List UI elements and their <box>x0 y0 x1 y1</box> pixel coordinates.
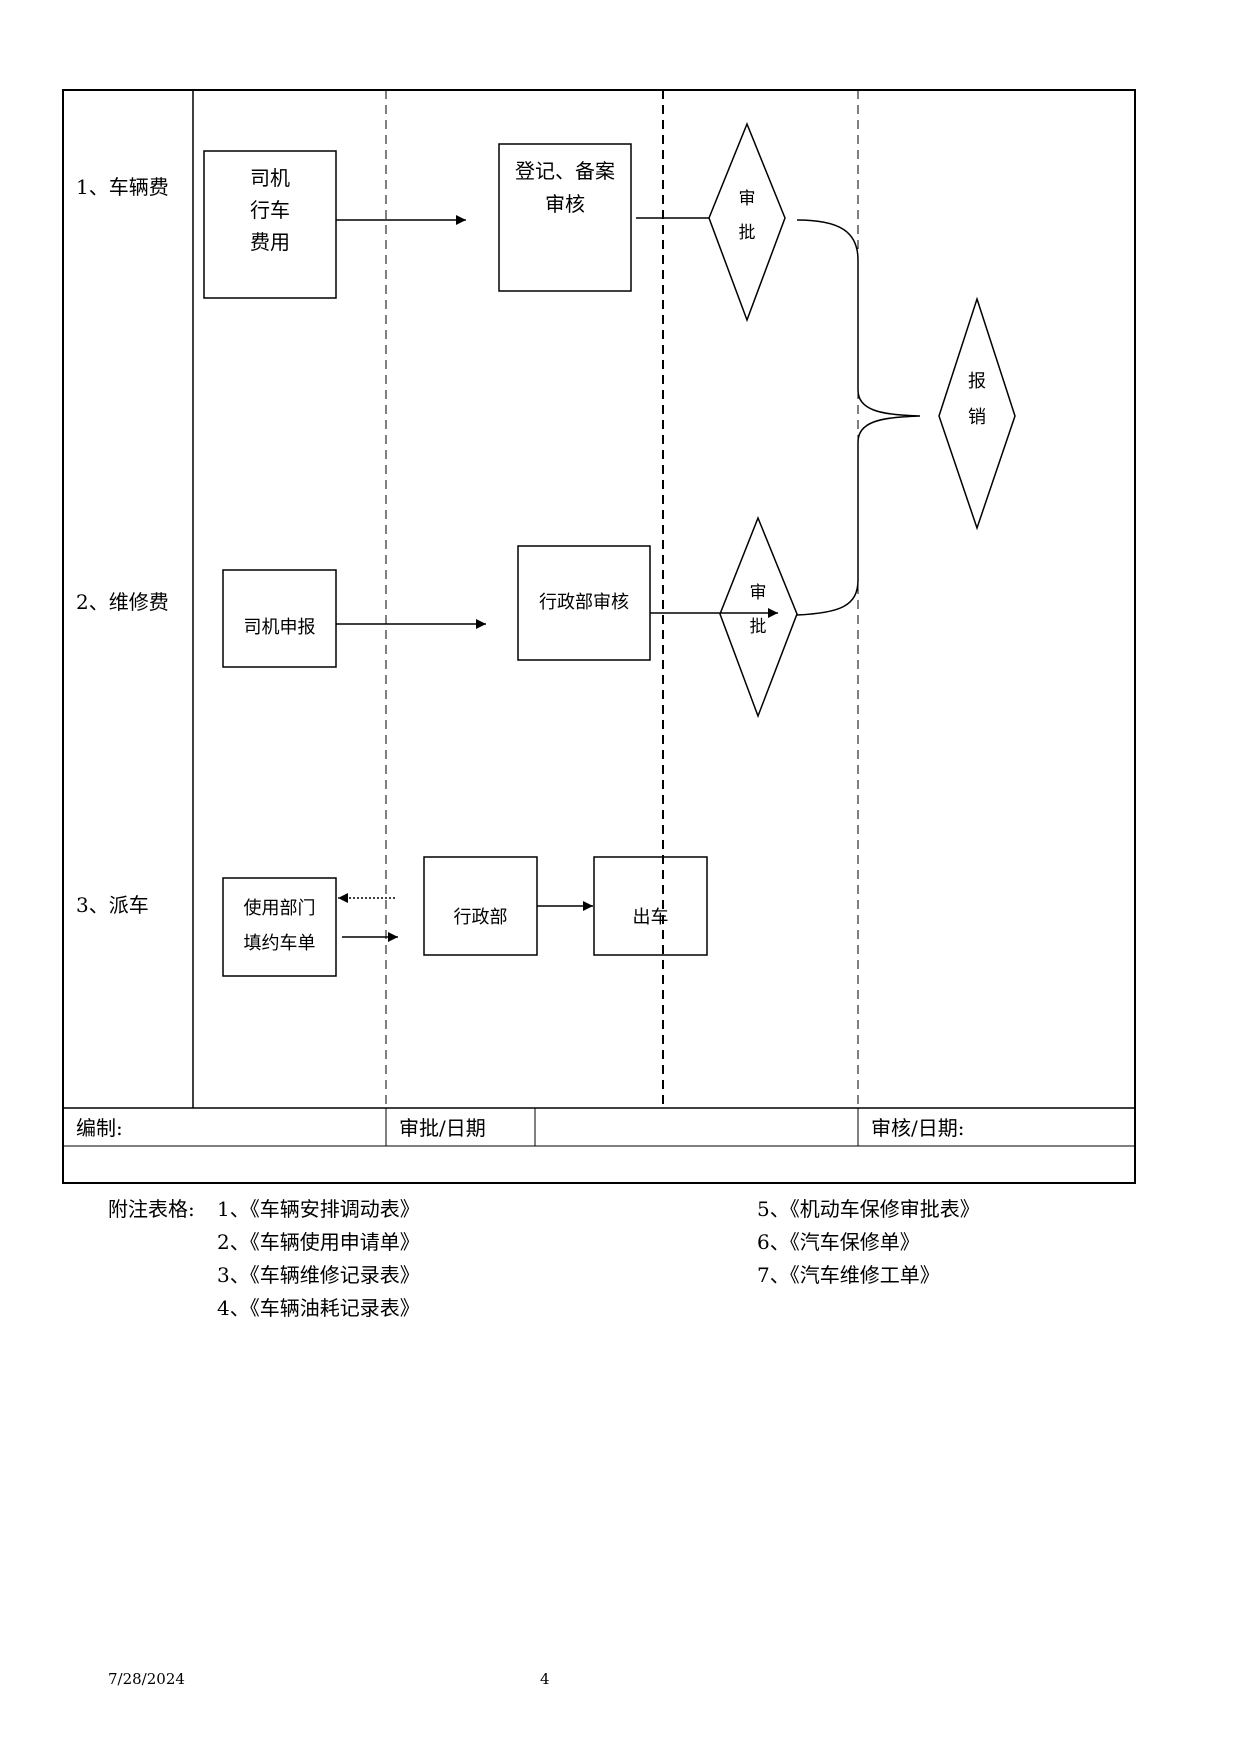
appendix-item-4: 4、《车辆油耗记录表》 <box>217 1296 420 1320</box>
diamond-reimburse <box>938 296 1016 531</box>
box-admin-review <box>517 545 651 661</box>
node-dept-form-line-1: 使用部门 <box>243 898 316 919</box>
row-label-repair-fee: 2、维修费 <box>76 590 169 614</box>
node-driver-fee-line-3: 费用 <box>250 230 290 254</box>
brace-merge <box>796 219 921 616</box>
node-driver-report-text: 司机申报 <box>243 617 316 638</box>
node-dept-form-line-2: 填约车单 <box>243 933 316 954</box>
box-register <box>498 143 632 292</box>
node-admin-review-text: 行政部审核 <box>539 592 629 613</box>
diamond-approve2 <box>719 515 798 719</box>
node-dept-form-text: 使用部门 填约车单 <box>223 891 336 961</box>
node-approve2-line-1: 审 <box>749 583 767 603</box>
node-approve1-line-1: 审 <box>738 189 756 209</box>
appendix-item-1: 1、《车辆安排调动表》 <box>217 1197 420 1221</box>
box-driver-fee <box>203 150 337 299</box>
node-driver-fee-line-1: 司机 <box>250 166 290 190</box>
footer-date: 7/28/2024 <box>108 1670 185 1688</box>
appendix-item-6: 6、《汽车保修单》 <box>757 1230 920 1254</box>
diamond-approve1 <box>708 121 786 323</box>
footer-page-number: 4 <box>540 1670 550 1688</box>
box-driver-report <box>222 569 337 668</box>
reviewed-date-label: 审核/日期: <box>871 1116 965 1140</box>
node-approve1-line-2: 批 <box>738 223 756 243</box>
box-dept-form <box>222 877 337 977</box>
appendix-item-5: 5、《机动车保修审批表》 <box>757 1197 980 1221</box>
node-dispatch-text: 出车 <box>632 907 669 928</box>
node-register-line-1: 登记、备案 <box>515 159 615 183</box>
node-driver-fee-text: 司机 行车 费用 <box>204 162 336 258</box>
appendix-heading: 附注表格: <box>108 1197 195 1221</box>
node-approve2-text: 审 批 <box>738 576 778 644</box>
table-frame <box>62 89 1136 1184</box>
compiled-by-label: 编制: <box>76 1116 123 1140</box>
appendix-item-2: 2、《车辆使用申请单》 <box>217 1230 420 1254</box>
node-register-text: 登记、备案 审核 <box>499 155 631 221</box>
node-register-line-2: 审核 <box>545 192 585 216</box>
appendix-item-7: 7、《汽车维修工单》 <box>757 1263 940 1287</box>
node-admin-text: 行政部 <box>453 907 508 928</box>
row-label-dispatch: 3、派车 <box>76 893 149 917</box>
node-reimburse-line-2: 销 <box>968 407 986 428</box>
node-driver-fee-line-2: 行车 <box>250 198 290 222</box>
box-dispatch <box>593 856 708 956</box>
appendix-item-3: 3、《车辆维修记录表》 <box>217 1263 420 1287</box>
approved-date-label: 审批/日期 <box>399 1116 486 1140</box>
node-approve2-line-2: 批 <box>749 617 767 637</box>
node-reimburse-text: 报 销 <box>957 364 997 436</box>
node-reimburse-line-1: 报 <box>968 371 986 392</box>
node-approve1-text: 审 批 <box>727 182 767 250</box>
row-label-vehicle-fee: 1、车辆费 <box>76 175 169 199</box>
